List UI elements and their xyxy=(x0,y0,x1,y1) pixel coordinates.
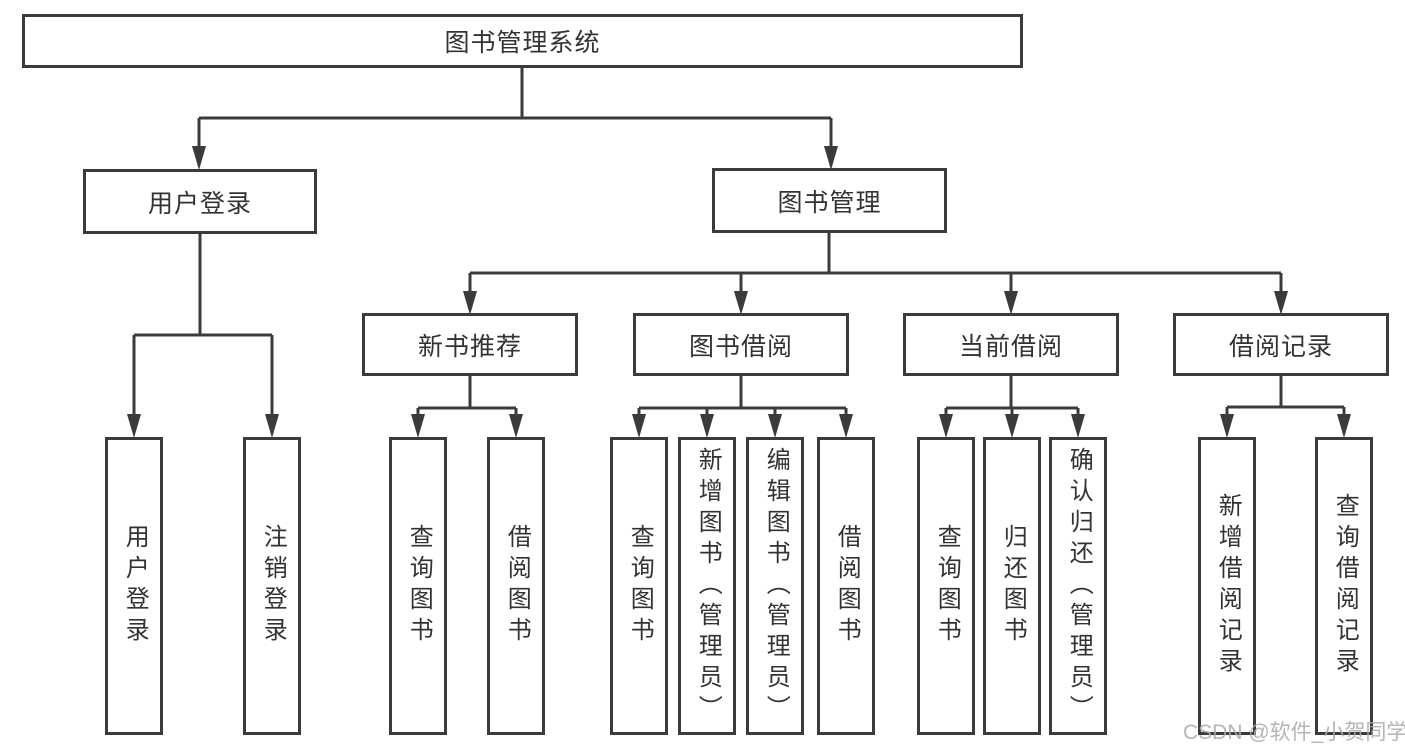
leaf-confirm-return-admin: 确认归还（管理员） xyxy=(1049,437,1107,735)
node-book-borrowing-label: 图书借阅 xyxy=(688,332,793,361)
leaf-add-borrow-record-label: 新增借阅记录 xyxy=(1214,493,1242,679)
leaf-query-book-borrowing-label: 查询图书 xyxy=(626,524,654,648)
node-current-borrowing: 当前借阅 xyxy=(903,313,1119,376)
leaf-confirm-return-admin-label: 确认归还（管理员） xyxy=(1065,446,1093,726)
csdn-watermark: CSDN @软件_小贺同学 xyxy=(1183,721,1405,744)
leaf-borrow-book-recommend-label: 借阅图书 xyxy=(503,524,531,648)
leaf-query-borrow-record-label: 查询借阅记录 xyxy=(1331,493,1359,679)
node-new-book-recommend-label: 新书推荐 xyxy=(417,332,522,361)
leaf-borrow-book-recommend: 借阅图书 xyxy=(487,437,545,735)
leaf-query-book-borrowing: 查询图书 xyxy=(610,437,668,735)
leaf-logout: 注销登录 xyxy=(243,437,301,735)
node-new-book-recommend: 新书推荐 xyxy=(362,313,578,376)
node-root: 图书管理系统 xyxy=(22,14,1023,68)
leaf-borrow-book-label: 借阅图书 xyxy=(833,524,861,648)
node-book-management-label: 图书管理 xyxy=(777,188,882,217)
leaf-add-book-admin-label: 新增图书（管理员） xyxy=(694,446,722,726)
node-borrowing-records-label: 借阅记录 xyxy=(1228,332,1333,361)
leaf-borrow-book: 借阅图书 xyxy=(817,437,875,735)
node-book-management: 图书管理 xyxy=(712,168,947,233)
leaf-query-book-recommend: 查询图书 xyxy=(389,437,447,735)
node-user-login-label: 用户登录 xyxy=(147,189,252,218)
leaf-query-book-current-label: 查询图书 xyxy=(933,524,961,648)
leaf-return-book: 归还图书 xyxy=(983,437,1041,735)
node-borrowing-records: 借阅记录 xyxy=(1173,313,1389,376)
leaf-user-login: 用户登录 xyxy=(105,437,163,735)
leaf-query-book-recommend-label: 查询图书 xyxy=(405,524,433,648)
node-current-borrowing-label: 当前借阅 xyxy=(958,332,1063,361)
leaf-add-book-admin: 新增图书（管理员） xyxy=(678,437,736,735)
leaf-logout-label: 注销登录 xyxy=(259,524,287,648)
leaf-add-borrow-record: 新增借阅记录 xyxy=(1198,437,1256,735)
leaf-query-borrow-record: 查询借阅记录 xyxy=(1315,437,1373,735)
leaf-edit-book-admin-label: 编辑图书（管理员） xyxy=(762,446,790,726)
leaf-edit-book-admin: 编辑图书（管理员） xyxy=(746,437,804,735)
node-root-label: 图书管理系统 xyxy=(444,29,601,57)
node-user-login: 用户登录 xyxy=(83,169,317,234)
leaf-return-book-label: 归还图书 xyxy=(999,524,1027,648)
node-book-borrowing: 图书借阅 xyxy=(633,313,849,376)
leaf-user-login-label: 用户登录 xyxy=(121,524,149,648)
leaf-query-book-current: 查询图书 xyxy=(917,437,975,735)
